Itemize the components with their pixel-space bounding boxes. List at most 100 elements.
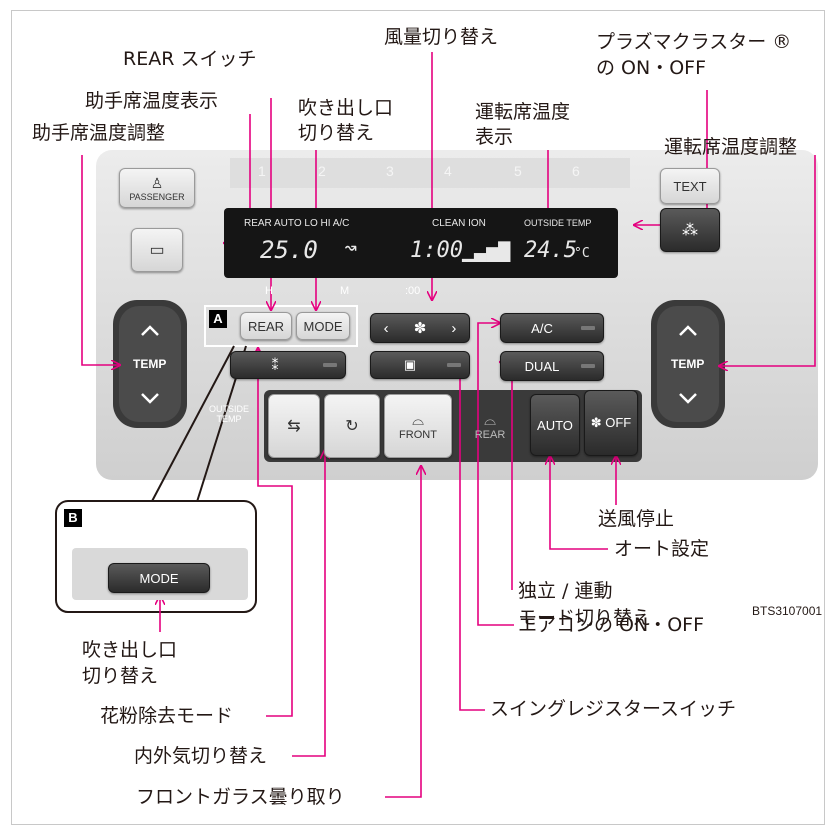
- front-label: FRONT: [399, 428, 437, 441]
- preset-6: 6: [572, 163, 582, 179]
- outside-temp-label: OUTSIDE TEMP: [209, 404, 250, 424]
- pointer-swing: [460, 367, 485, 711]
- pollen-icon: ⁑: [271, 356, 279, 373]
- display-outside-temp-caption: OUTSIDE TEMP: [524, 218, 592, 228]
- rear-defogger-button[interactable]: ▭: [131, 228, 183, 272]
- mode-button[interactable]: MODE: [296, 312, 350, 340]
- preset-3: 3: [386, 163, 396, 179]
- label-pollen-mode: 花粉除去モード: [100, 705, 234, 727]
- clock-readout: 1:00: [410, 238, 463, 263]
- defogger-icon: ▭: [149, 242, 165, 259]
- plasmacluster-button[interactable]: ⁂: [660, 208, 720, 252]
- display-clean-ion: CLEAN ION: [432, 218, 486, 229]
- label-auto-setting: オート設定: [614, 538, 710, 560]
- label-outlet-switch-top: 吹き出し口 切り替え: [298, 97, 394, 144]
- fan-off-button[interactable]: ✽ OFF: [584, 390, 638, 456]
- seat-icon: ♙: [150, 174, 164, 191]
- text-button[interactable]: TEXT: [660, 168, 720, 204]
- label-plasmacluster: プラズマクラスター ® の ON・OFF: [596, 31, 792, 79]
- label-driver-temp-adjust: 運転席温度調整: [664, 136, 798, 158]
- preset-strip: [230, 158, 630, 188]
- callout-b-letter: B: [68, 510, 78, 525]
- label-recirculation: 内外気切り替え: [134, 745, 268, 767]
- pointer-defog: [385, 466, 421, 798]
- chevron-left-icon: ‹: [383, 319, 389, 337]
- passenger-temp-readout: 25.0: [260, 236, 318, 264]
- pointer-pollen: [258, 348, 293, 717]
- preset-5: 5: [514, 163, 524, 179]
- label-rear-switch: REAR スイッチ: [123, 48, 257, 70]
- pollen-led: [323, 363, 337, 367]
- preset-1: 1: [258, 163, 268, 179]
- ac-button[interactable]: A/C: [500, 313, 604, 343]
- pollen-mode-button[interactable]: ⁑: [230, 351, 346, 379]
- mode-button-zoom[interactable]: MODE: [108, 563, 210, 593]
- label-fan-stop: 送風停止: [598, 508, 675, 530]
- clock-m-label: M: [340, 285, 350, 297]
- temp-unit: °C: [574, 246, 590, 261]
- label-dual-mode: 独立 / 連動 モード切り替え: [518, 580, 652, 629]
- clock-00-label: :00: [405, 285, 421, 297]
- pointer-recirc: [292, 450, 325, 757]
- pointer-ac: [477, 323, 514, 626]
- swing-led: [447, 363, 461, 367]
- ac-label: A/C: [531, 320, 553, 336]
- temp-right-label: TEMP: [671, 357, 705, 371]
- callout-a-box: [204, 305, 358, 347]
- fresh-air-icon: ⇆: [287, 418, 301, 435]
- dual-led: [581, 364, 595, 368]
- recirculation-button[interactable]: ↻: [324, 394, 380, 458]
- mode-zoom-label: MODE: [139, 570, 179, 586]
- fresh-air-button[interactable]: ⇆: [268, 394, 320, 458]
- recirculation-icon: ↻: [345, 418, 359, 435]
- plasmacluster-icon: ⁂: [682, 222, 698, 239]
- rear-defog-area: ⌓ REAR: [456, 394, 524, 458]
- pointer-passenger-adjust: [81, 155, 120, 365]
- chevron-right-icon: ›: [451, 319, 457, 337]
- label-passenger-temp-adjust: 助手席温度調整: [32, 122, 166, 144]
- rear-label: REAR: [474, 428, 506, 441]
- callout-a-letter: A: [213, 311, 223, 326]
- preset-2: 2: [318, 163, 328, 179]
- dual-button[interactable]: DUAL: [500, 351, 604, 381]
- label-ac-onoff: エアコンの ON・OFF: [518, 614, 705, 636]
- front-defog-icon: ⌓: [412, 411, 424, 429]
- auto-button[interactable]: AUTO: [530, 394, 580, 456]
- passenger-label: PASSENGER: [129, 191, 185, 202]
- ac-led: [581, 326, 595, 330]
- outside-temp-readout: 24.5: [524, 238, 577, 263]
- callout-a-tag: A: [209, 310, 227, 328]
- preset-4: 4: [444, 163, 454, 179]
- label-windshield-defog: フロントガラス曇り取り: [136, 786, 345, 808]
- pointer-driver-adjust: [719, 155, 816, 366]
- callout-b-tag: B: [64, 509, 82, 527]
- fan-off-label: ✽ OFF: [590, 415, 632, 430]
- fan-speed-button[interactable]: ‹ ✽ ›: [370, 313, 470, 343]
- rear-button[interactable]: REAR: [240, 312, 292, 340]
- display-indicators: REAR AUTO LO HI A/C: [244, 218, 350, 229]
- swing-register-button[interactable]: ▣: [370, 351, 470, 379]
- label-swing-register: スイングレジスタースイッチ: [490, 698, 737, 720]
- front-defog-button[interactable]: ⌓ FRONT: [384, 394, 452, 458]
- label-driver-temp-display: 運転席温度 表示: [475, 101, 571, 148]
- dual-label: DUAL: [524, 358, 560, 374]
- clock-h-label: H: [265, 285, 273, 297]
- climate-display: REAR AUTO LO HI A/C CLEAN ION OUTSIDE TE…: [224, 208, 618, 278]
- pointer-auto: [550, 456, 608, 550]
- airflow-icon: ↝: [344, 236, 358, 261]
- figure-frame: [11, 10, 825, 825]
- label-fan-speed: 風量切り替え: [384, 26, 499, 48]
- fan-level-icon: ▁▃▅▇: [462, 238, 511, 262]
- label-outlet-switch-bottom: 吹き出し口 切り替え: [82, 639, 178, 687]
- text-label: TEXT: [673, 178, 707, 194]
- label-passenger-temp-display: 助手席温度表示: [85, 90, 219, 112]
- rear-label: REAR: [247, 318, 285, 334]
- swing-icon: ▣: [403, 357, 417, 372]
- fan-icon: ✽: [413, 320, 427, 337]
- rear-defog-icon: ⌓: [484, 411, 496, 429]
- passenger-seat-button[interactable]: ♙ PASSENGER: [119, 168, 195, 208]
- temp-left-label: TEMP: [133, 357, 167, 371]
- mode-label: MODE: [303, 318, 343, 334]
- figure-code: BTS3107001: [752, 604, 823, 618]
